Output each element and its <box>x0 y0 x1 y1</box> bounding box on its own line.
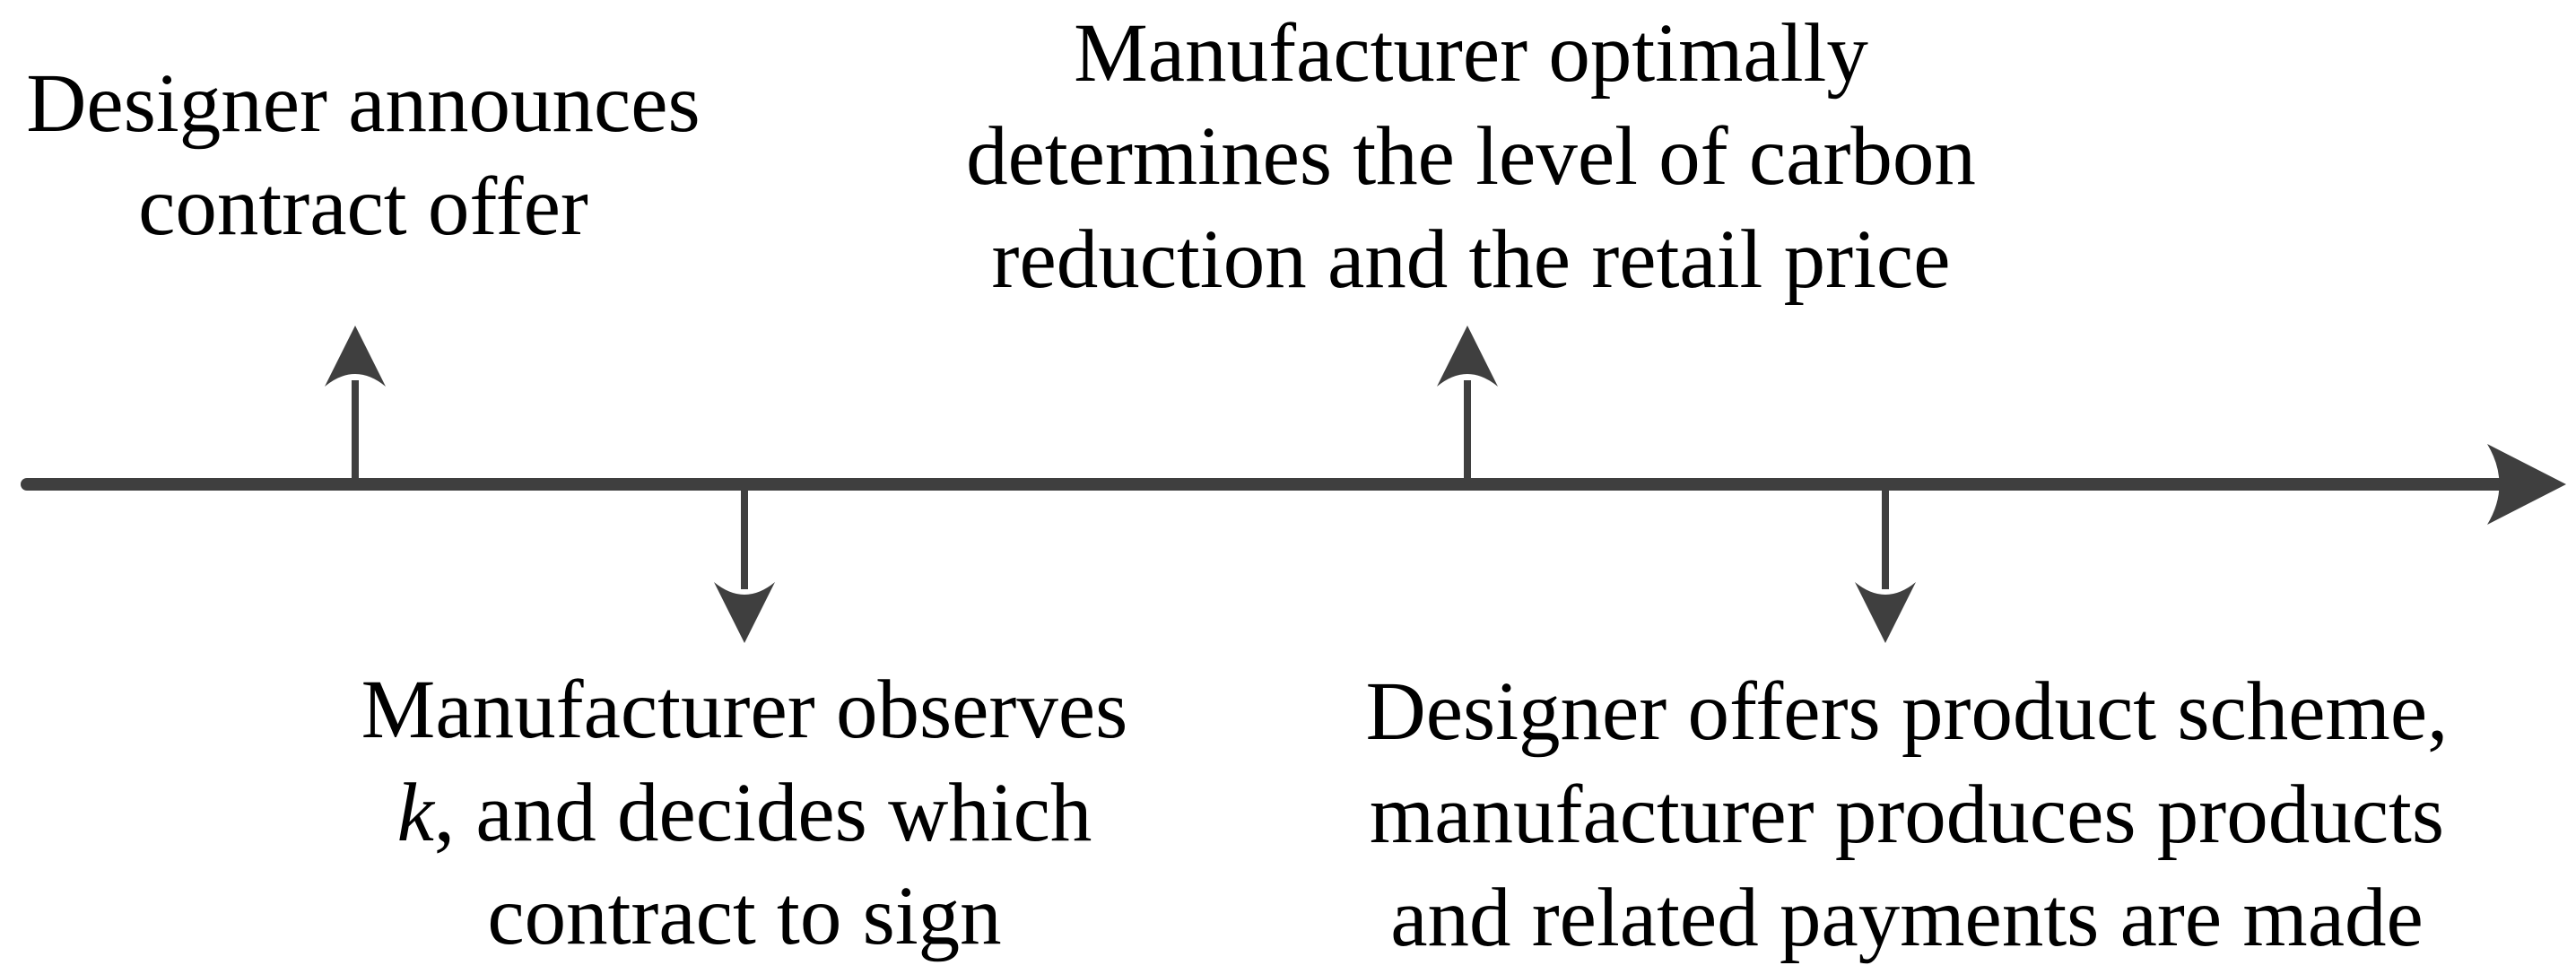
event-4-line-2: manufacturer produces products <box>1369 769 2445 861</box>
event-4-line-1: Designer offers product scheme, <box>1365 665 2449 758</box>
event-2-line-1: Manufacturer observes <box>361 664 1128 756</box>
variable-k: k <box>396 767 434 859</box>
event-2-line-3: contract to sign <box>487 870 1002 962</box>
event-4-line-3: and related payments are made <box>1390 872 2424 964</box>
event-1-up-arrowhead-icon <box>325 326 386 387</box>
event-3-line-2: determines the level of carbon <box>966 110 1976 203</box>
event-3-line-1: Manufacturer optimally <box>1074 7 1868 100</box>
event-3-up-arrowhead-icon <box>1437 326 1498 387</box>
event-2-label: Manufacturer observes k, and decides whi… <box>361 658 1128 968</box>
event-1-label: Designer announces contract offer <box>26 52 701 258</box>
event-2-line-2: k, and decides which <box>361 761 1128 865</box>
event-1-line-2: contract offer <box>138 161 588 253</box>
event-2-down-arrowhead-icon <box>714 582 775 643</box>
event-3-line-3: reduction and the retail price <box>991 213 1951 306</box>
axis-right-arrowhead-icon <box>2487 444 2566 525</box>
event-1-line-1: Designer announces <box>26 57 701 150</box>
event-4-label: Designer offers product scheme, manufact… <box>1366 660 2449 970</box>
event-3-label: Manufacturer optimally determines the le… <box>966 2 1976 311</box>
event-2-line-2-rest: , and decides which <box>433 767 1092 859</box>
event-4-down-arrowhead-icon <box>1855 582 1916 643</box>
